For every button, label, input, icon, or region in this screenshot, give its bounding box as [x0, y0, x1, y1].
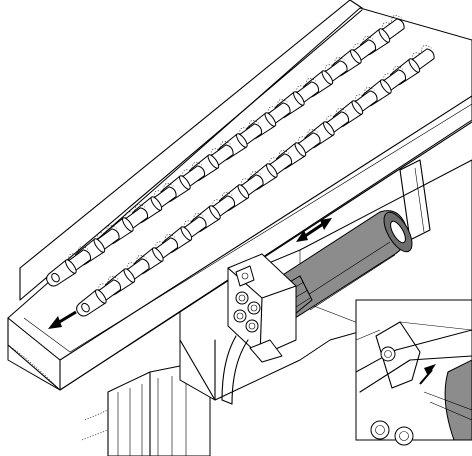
support-stand [81, 359, 211, 456]
cable-lug [46, 246, 92, 287]
detail-clamp-arrow [424, 364, 436, 376]
clamp-block [227, 253, 297, 363]
cable-lug-rows [46, 15, 435, 317]
cable [221, 335, 249, 405]
lug-conveyor-direction-arrow [48, 310, 77, 329]
detail-inset [355, 299, 472, 446]
cable-lug [76, 276, 122, 317]
tube-movement-arrow [296, 218, 332, 242]
